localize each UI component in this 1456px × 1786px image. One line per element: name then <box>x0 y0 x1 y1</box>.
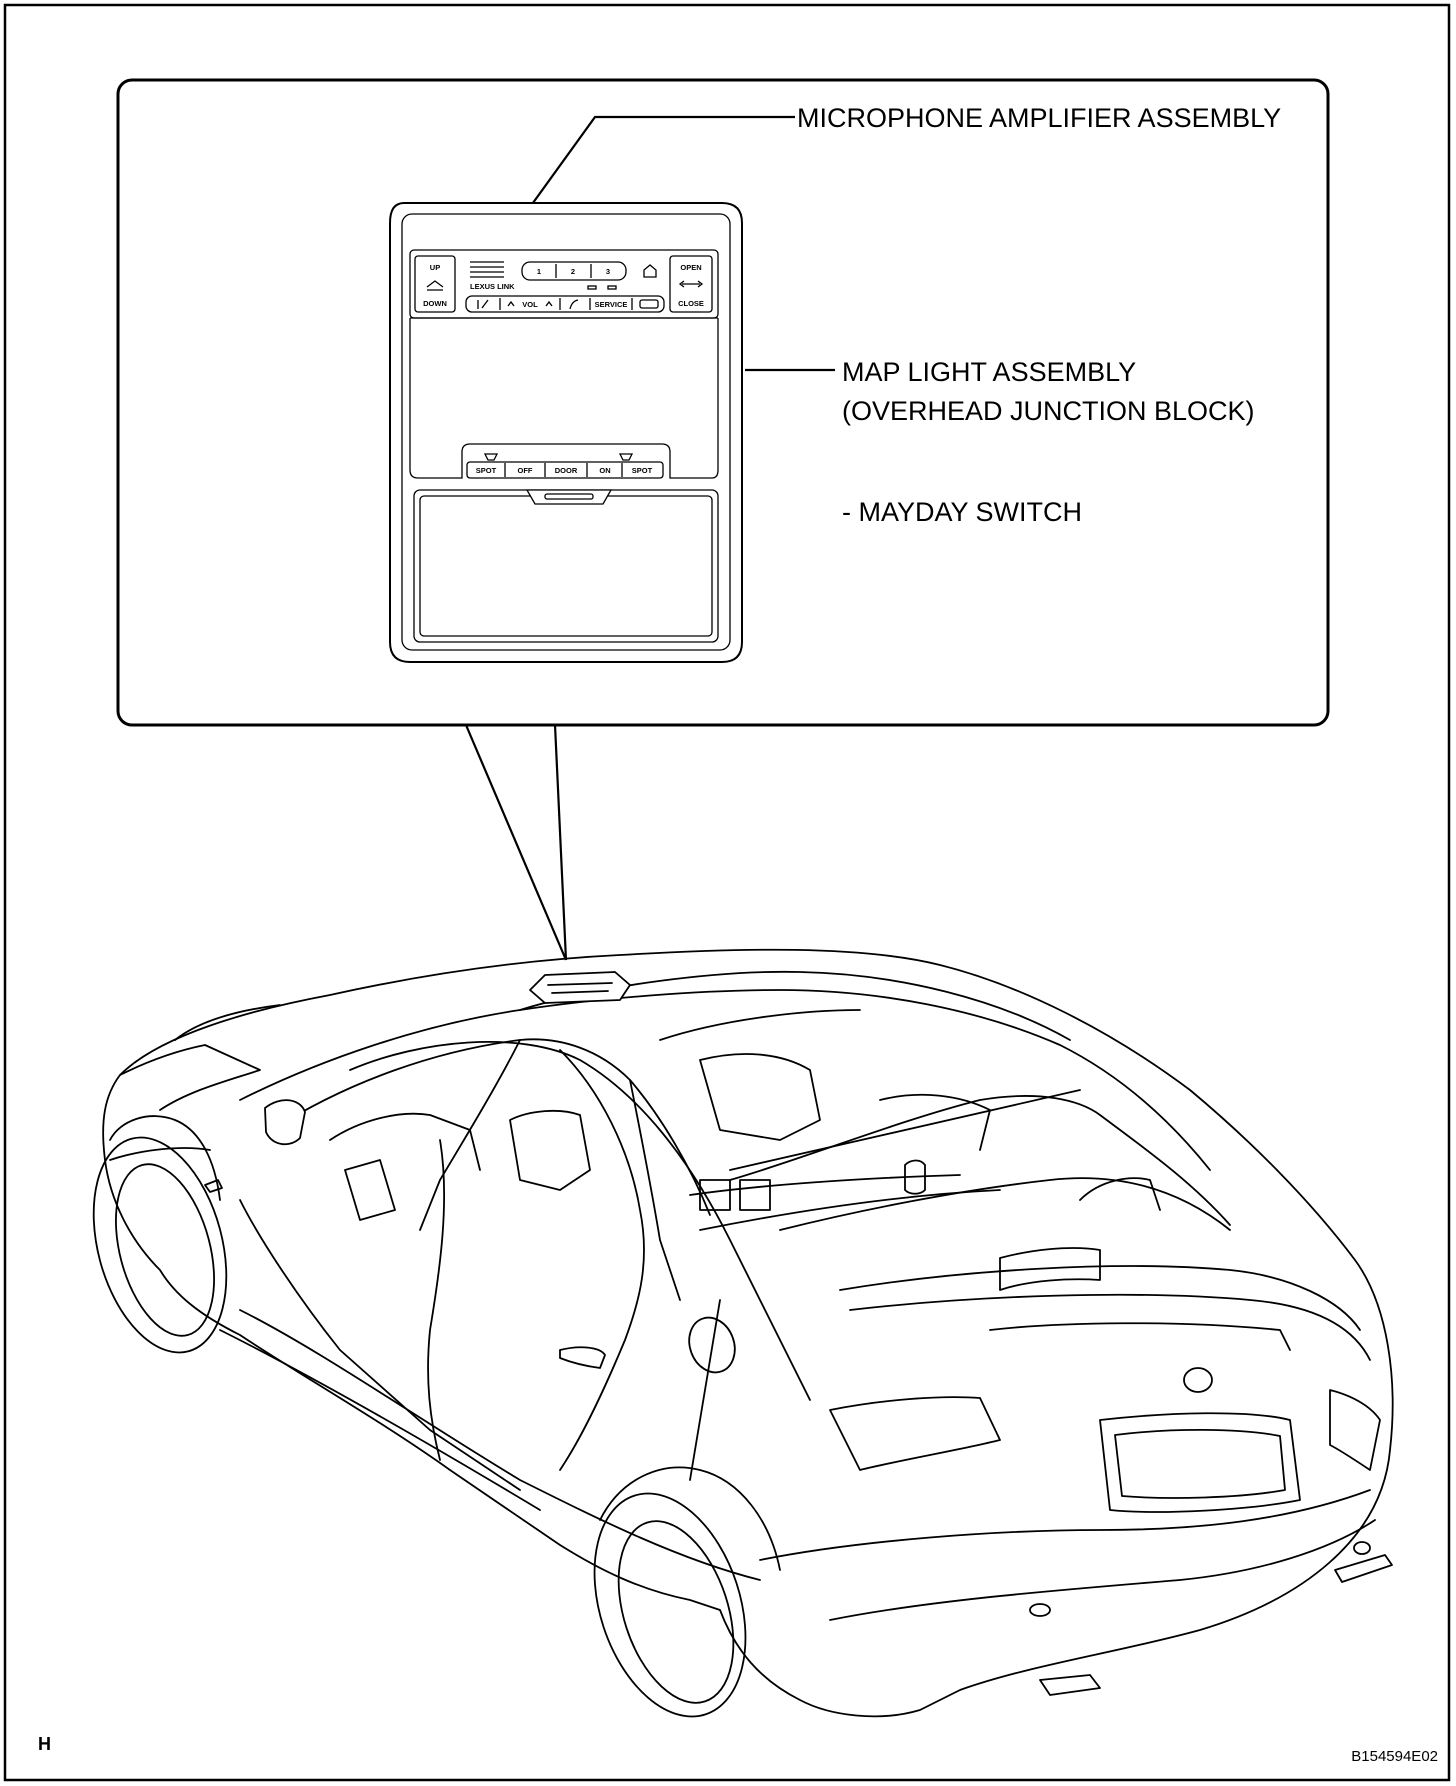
preset-buttons[interactable]: 1 2 3 <box>521 261 627 290</box>
home-icon <box>643 264 657 278</box>
figure-code: B154594E02 <box>1351 1748 1438 1765</box>
svg-text:DOOR: DOOR <box>555 466 578 475</box>
svg-text:LEXUS LINK: LEXUS LINK <box>470 282 515 291</box>
svg-text:ON: ON <box>599 466 610 475</box>
svg-text:OPEN: OPEN <box>680 263 701 272</box>
outer-frame <box>3 3 1451 1782</box>
svg-text:1: 1 <box>537 267 541 276</box>
callout-pointer <box>464 724 568 961</box>
map-lamp-switches[interactable]: SPOT OFF DOOR ON SPOT <box>466 453 664 479</box>
microphone-amplifier: LEXUS LINK <box>470 261 515 291</box>
map-light-assembly: UP DOWN LEXUS LINK 1 2 3 OPE <box>389 202 743 663</box>
svg-text:SPOT: SPOT <box>632 466 653 475</box>
svg-text:SPOT: SPOT <box>476 466 497 475</box>
sunglass-holder[interactable] <box>413 489 719 643</box>
map-light-label: MAP LIGHT ASSEMBLY <box>842 357 1136 387</box>
car-illustration <box>92 948 1394 1718</box>
svg-text:SERVICE: SERVICE <box>595 300 628 309</box>
microphone-amplifier-label: MICROPHONE AMPLIFIER ASSEMBLY <box>797 103 1281 133</box>
svg-text:UP: UP <box>430 263 440 272</box>
voice-icon <box>477 299 489 309</box>
lr-arrow-icon <box>678 280 704 288</box>
car-icon <box>639 299 659 309</box>
junction-block-label: (OVERHEAD JUNCTION BLOCK) <box>842 396 1255 426</box>
svg-text:3: 3 <box>606 267 610 276</box>
telematics-buttons[interactable]: VOL SERVICE <box>465 295 665 313</box>
svg-text:CLOSE: CLOSE <box>678 299 704 308</box>
sunroof-switch[interactable]: UP DOWN <box>414 255 456 313</box>
svg-text:VOL: VOL <box>522 300 538 309</box>
up-arrow-icon <box>426 280 444 291</box>
overhead-console-location <box>529 971 631 1004</box>
svg-text:OFF: OFF <box>518 466 533 475</box>
sunshade-switch[interactable]: OPEN CLOSE <box>669 255 713 313</box>
map-lamp-icon <box>618 453 634 461</box>
map-lamp-icon <box>483 453 499 461</box>
svg-text:DOWN: DOWN <box>423 299 447 308</box>
mayday-switch-label: - MAYDAY SWITCH <box>842 497 1082 527</box>
phone-icon <box>569 299 579 310</box>
svg-text:2: 2 <box>571 267 575 276</box>
corner-letter: H <box>38 1734 51 1754</box>
